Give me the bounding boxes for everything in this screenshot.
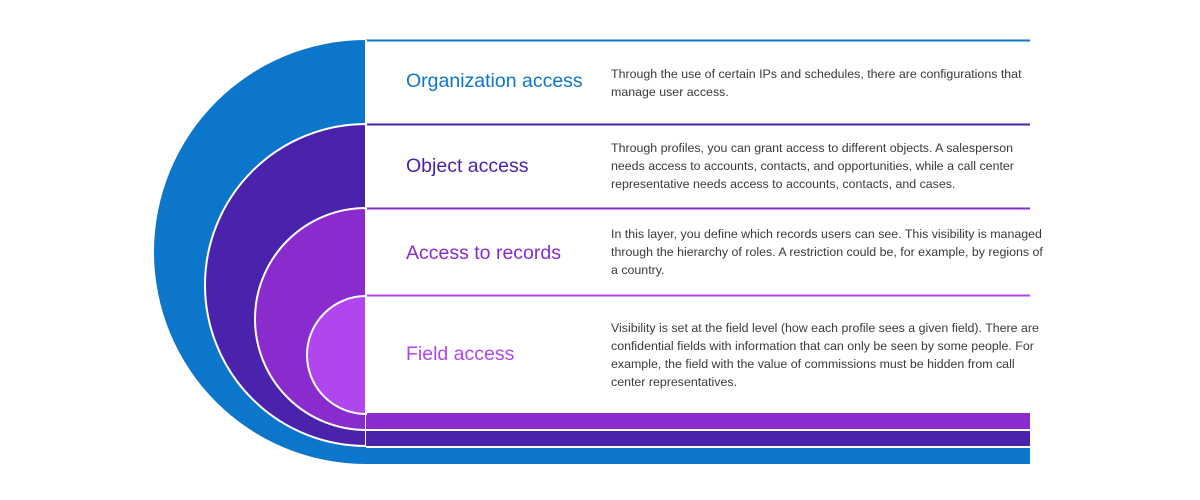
object-layer-bar	[366, 431, 1030, 446]
records-layer-bar	[366, 413, 1030, 430]
records-access-title: Access to records	[406, 242, 561, 264]
organization-access-description: Through the use of certain IPs and sched…	[611, 67, 1022, 99]
object-access-title: Object access	[406, 155, 529, 177]
organization-access-title: Organization access	[406, 70, 583, 92]
organization-layer-bar	[366, 448, 1030, 464]
records-access-description: In this layer, you define which records …	[611, 227, 1043, 277]
field-layer-arc	[306, 294, 367, 416]
field-access-title: Field access	[406, 343, 515, 365]
content-panel	[366, 41, 1046, 412]
field-access-description: Visibility is set at the field level (ho…	[611, 321, 1039, 389]
object-access-description: Through profiles, you can grant access t…	[611, 141, 1014, 191]
